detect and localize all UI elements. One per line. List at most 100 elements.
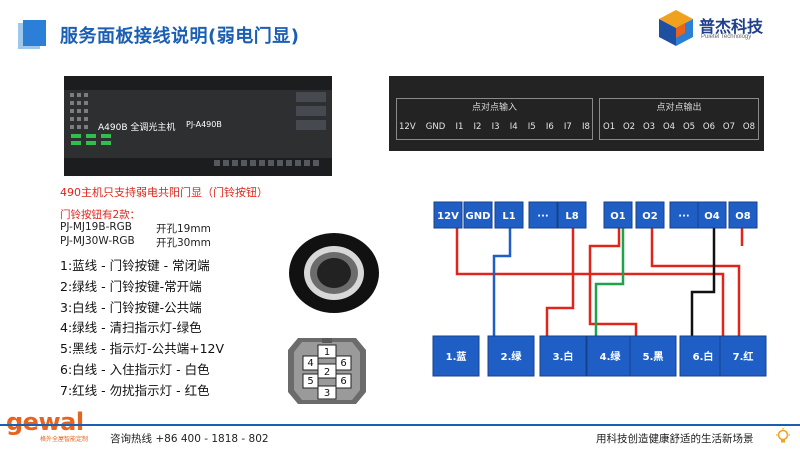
terminal-label: I3 xyxy=(491,122,500,132)
model-name: PJ-MJ30W-RGB xyxy=(60,235,135,247)
company-logo: 普杰科技 Puietel Technology xyxy=(655,8,785,48)
slogan: 用科技创造健康舒适的生活新场景 xyxy=(596,433,754,445)
terminal-label: I6 xyxy=(545,122,554,132)
terminal-label: 3.白 xyxy=(553,350,574,363)
terminal-label: I7 xyxy=(563,122,572,132)
terminal-label: I2 xyxy=(473,122,482,132)
terminal-block: 1.蓝 xyxy=(432,335,480,377)
terminal-block: ··· xyxy=(528,201,558,229)
connector-pin-label: 6 xyxy=(340,358,346,369)
terminal-label: L8 xyxy=(565,211,578,222)
terminal-label: O2 xyxy=(642,211,658,222)
terminal-block: GND xyxy=(463,201,493,229)
device-model: PJ-A490B xyxy=(186,120,222,129)
terminal-label: O7 xyxy=(722,122,736,132)
wire-legend-item: 1:蓝线 - 门铃按键 - 常闭端 xyxy=(60,258,210,273)
hotline: 咨询热线 +86 400 - 1818 - 802 xyxy=(110,433,269,445)
output-group-title: 点对点输出 xyxy=(656,103,702,113)
gewal-logo: gewal xyxy=(6,408,84,436)
logo-name: 普杰科技 xyxy=(699,17,764,36)
wire-legend: 1:蓝线 - 门铃按键 - 常闭端 2:绿线 - 门铃按键-常开端 3:白线 -… xyxy=(60,256,224,402)
terminal-label: ··· xyxy=(678,211,689,222)
terminal-label: 12V xyxy=(399,122,416,132)
terminal-block: 6.白 xyxy=(679,335,727,377)
terminal-block: 7.红 xyxy=(719,335,767,377)
terminal-block: 4.绿 xyxy=(586,335,634,377)
connector-pin-label: 2 xyxy=(324,367,330,378)
input-terminal-group: 点对点输入 12V GND I1 I2 I3 I4 I5 I6 I7 I8 xyxy=(396,98,593,140)
wire-legend-item: 3:白线 - 门铃按键-公共端 xyxy=(60,299,202,315)
terminal-label: O8 xyxy=(742,122,755,132)
terminal-label: O4 xyxy=(704,211,720,222)
terminal-block: O2 xyxy=(635,201,665,229)
terminal-label: I4 xyxy=(509,122,518,132)
terminal-block: O4 xyxy=(697,201,727,229)
wire-red xyxy=(650,228,741,336)
terminal-label: GND xyxy=(425,122,446,132)
connector-pin-label: 3 xyxy=(324,388,330,399)
terminal-label: O1 xyxy=(610,211,626,222)
input-group-title: 点对点输入 xyxy=(471,103,517,113)
model-hole-size: 开孔30mm xyxy=(156,237,211,249)
host-device-image: A490B 全调光主机 PJ-A490B xyxy=(64,76,332,176)
terminal-block: ··· xyxy=(669,201,699,229)
wire-legend-item: 7:红线 - 勿扰指示灯 - 红色 xyxy=(60,382,210,398)
device-name: A490B 全调光主机 xyxy=(98,123,176,133)
footer-divider xyxy=(0,424,800,426)
terminal-label: 6.白 xyxy=(693,350,714,363)
wire-legend-item: 4:绿线 - 清扫指示灯-绿色 xyxy=(60,320,202,336)
terminal-block: L8 xyxy=(557,201,587,229)
wire-legend-item: 2:绿线 - 门铃按键-常开端 xyxy=(60,278,202,294)
connector-pin-label: 4 xyxy=(307,358,313,369)
header-accent-icon xyxy=(18,20,46,49)
terminal-block: 12V xyxy=(433,201,463,229)
terminal-label: I5 xyxy=(527,122,536,132)
model-name: PJ-MJ19B-RGB xyxy=(60,221,132,233)
terminal-label: 12V xyxy=(437,211,459,222)
terminal-label: 1.蓝 xyxy=(446,350,467,363)
lightbulb-icon xyxy=(776,428,790,443)
terminal-label: O8 xyxy=(735,211,751,222)
terminal-label: L1 xyxy=(502,211,515,222)
model-hole-size: 开孔19mm xyxy=(156,223,211,235)
terminal-block: 2.绿 xyxy=(487,335,535,377)
terminal-block: O1 xyxy=(603,201,633,229)
wire-black xyxy=(690,228,716,336)
wire-red xyxy=(545,228,575,336)
terminal-block: 5.黑 xyxy=(629,335,677,377)
wire-red xyxy=(588,228,638,336)
terminal-block: 3.白 xyxy=(539,335,587,377)
terminal-label: I1 xyxy=(455,122,464,132)
doorbell-button-image xyxy=(289,233,379,313)
gewal-subtitle: 格外全屋智能定制 xyxy=(40,436,89,443)
terminal-label: O5 xyxy=(682,122,696,132)
wire-blue xyxy=(492,228,512,336)
terminal-label: O4 xyxy=(662,122,676,132)
terminal-label: 5.黑 xyxy=(643,351,664,363)
terminal-label: O6 xyxy=(702,122,716,132)
terminal-label: O3 xyxy=(642,122,656,132)
terminal-label: GND xyxy=(466,211,491,222)
logo-subtitle: Puietel Technology xyxy=(701,34,752,40)
wire-legend-item: 5:黑线 - 指示灯-公共端+12V xyxy=(60,341,225,357)
terminal-block: L1 xyxy=(494,201,524,229)
terminal-label: 4.绿 xyxy=(600,350,622,363)
connector-pin-label: 6 xyxy=(340,376,346,387)
wiring-diagram: 12V GND L1 ··· L8 O1 O2 ··· O4 O8 1.蓝 2.绿 3.白 4.绿 5.黑… xyxy=(432,201,767,377)
terminal-block: O8 xyxy=(728,201,758,229)
wire-green xyxy=(594,228,625,336)
terminal-label: 7.红 xyxy=(733,350,754,363)
support-note: 490主机只支持弱电共阳门显（门铃按钮） xyxy=(60,186,268,199)
page-title: 服务面板接线说明(弱电门显) xyxy=(60,26,300,47)
input-terminal-labels: 12V GND I1 I2 I3 I4 I5 I6 I7 I8 xyxy=(399,122,590,132)
connector-pin-label: 1 xyxy=(324,347,330,358)
terminal-label: 2.绿 xyxy=(501,350,523,363)
terminal-label: I8 xyxy=(582,122,590,132)
wire-legend-item: 6:白线 - 入住指示灯 - 白色 xyxy=(60,361,210,377)
cube-logo-icon xyxy=(659,10,693,46)
connector-pinout-image: 1 4 6 2 5 6 3 xyxy=(288,338,366,404)
terminal-label: O1 xyxy=(603,122,616,132)
